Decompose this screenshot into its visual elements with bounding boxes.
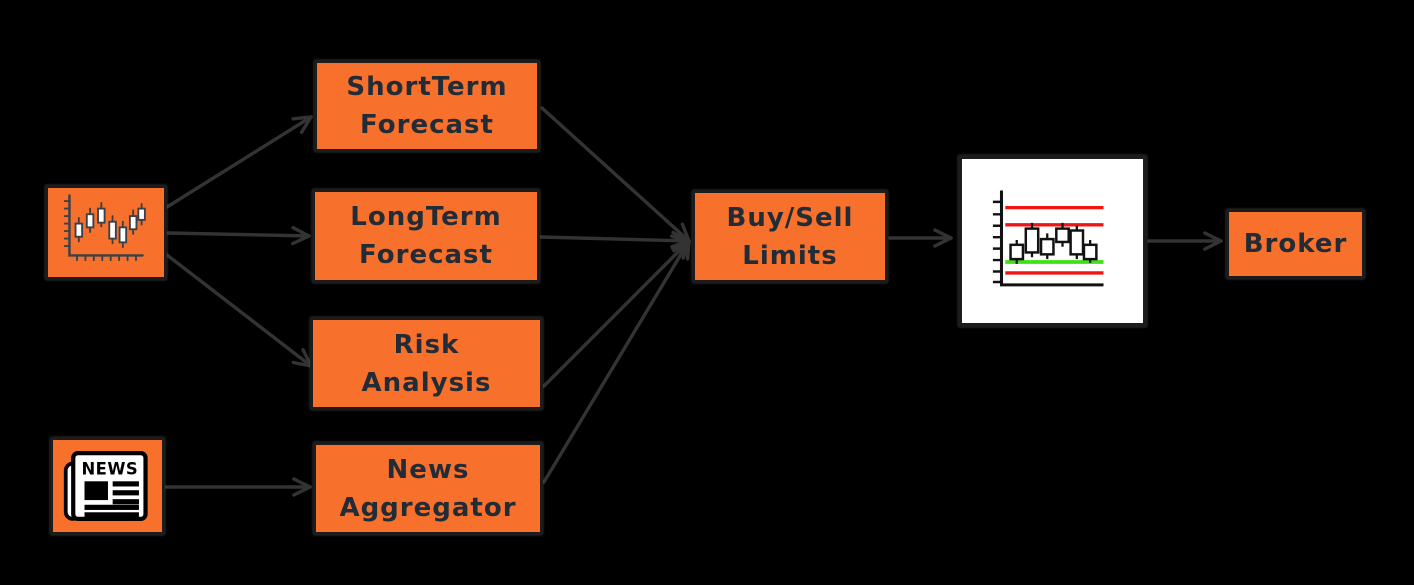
- edge-news-source-to-news-aggregator[interactable]: [163, 477, 312, 497]
- newspaper-icon: NEWS: [63, 451, 148, 521]
- node-label: Buy/Sell: [726, 202, 854, 233]
- node-label: Forecast: [359, 240, 493, 270]
- node-risk-analysis[interactable]: Risk Analysis: [310, 317, 543, 410]
- node-label: ShortTerm: [346, 72, 508, 102]
- node-order-chart[interactable]: [958, 155, 1147, 327]
- edge-market-data-to-short-term-forecast[interactable]: [165, 115, 313, 209]
- node-label: Broker: [1243, 229, 1348, 259]
- edge-market-data-to-long-term-forecast[interactable]: [166, 225, 311, 246]
- icon-candles: [74, 202, 146, 248]
- edge-news-aggregator-to-buy-sell-limits[interactable]: [542, 239, 691, 484]
- edge-long-term-forecast-to-buy-sell-limits[interactable]: [539, 230, 691, 251]
- newspaper-content: [84, 481, 139, 518]
- node-label: Limits: [742, 240, 838, 271]
- news-headline: NEWS: [81, 460, 138, 479]
- chart-candles: [1009, 222, 1098, 264]
- node-label: Risk: [393, 329, 460, 360]
- icon-axes: [63, 194, 144, 262]
- edge-order-chart-to-broker[interactable]: [1147, 231, 1223, 251]
- price-chart-with-limit-lines-icon: [992, 190, 1104, 287]
- node-label: LongTerm: [350, 202, 502, 232]
- node-buy-sell-limits[interactable]: Buy/Sell Limits: [692, 190, 888, 283]
- node-label: News: [386, 454, 470, 485]
- edge-short-term-forecast-to-buy-sell-limits[interactable]: [540, 106, 691, 243]
- chart-axes: [992, 190, 1104, 287]
- node-label: Forecast: [360, 110, 494, 140]
- node-short-term-forecast[interactable]: ShortTerm Forecast: [314, 60, 540, 152]
- candlestick-chart-icon: [63, 194, 146, 262]
- node-market-data[interactable]: [45, 185, 167, 280]
- node-broker[interactable]: Broker: [1226, 209, 1365, 279]
- node-news-aggregator[interactable]: News Aggregator: [313, 442, 543, 535]
- node-news-source[interactable]: NEWS: [50, 437, 165, 535]
- edge-buy-sell-limits-to-order-chart[interactable]: [888, 228, 953, 248]
- limit-lines: [1005, 205, 1104, 275]
- node-label: Aggregator: [339, 492, 517, 523]
- node-label: Analysis: [361, 367, 492, 398]
- node-long-term-forecast[interactable]: LongTerm Forecast: [312, 189, 540, 283]
- edge-market-data-to-risk-analysis[interactable]: [165, 253, 313, 368]
